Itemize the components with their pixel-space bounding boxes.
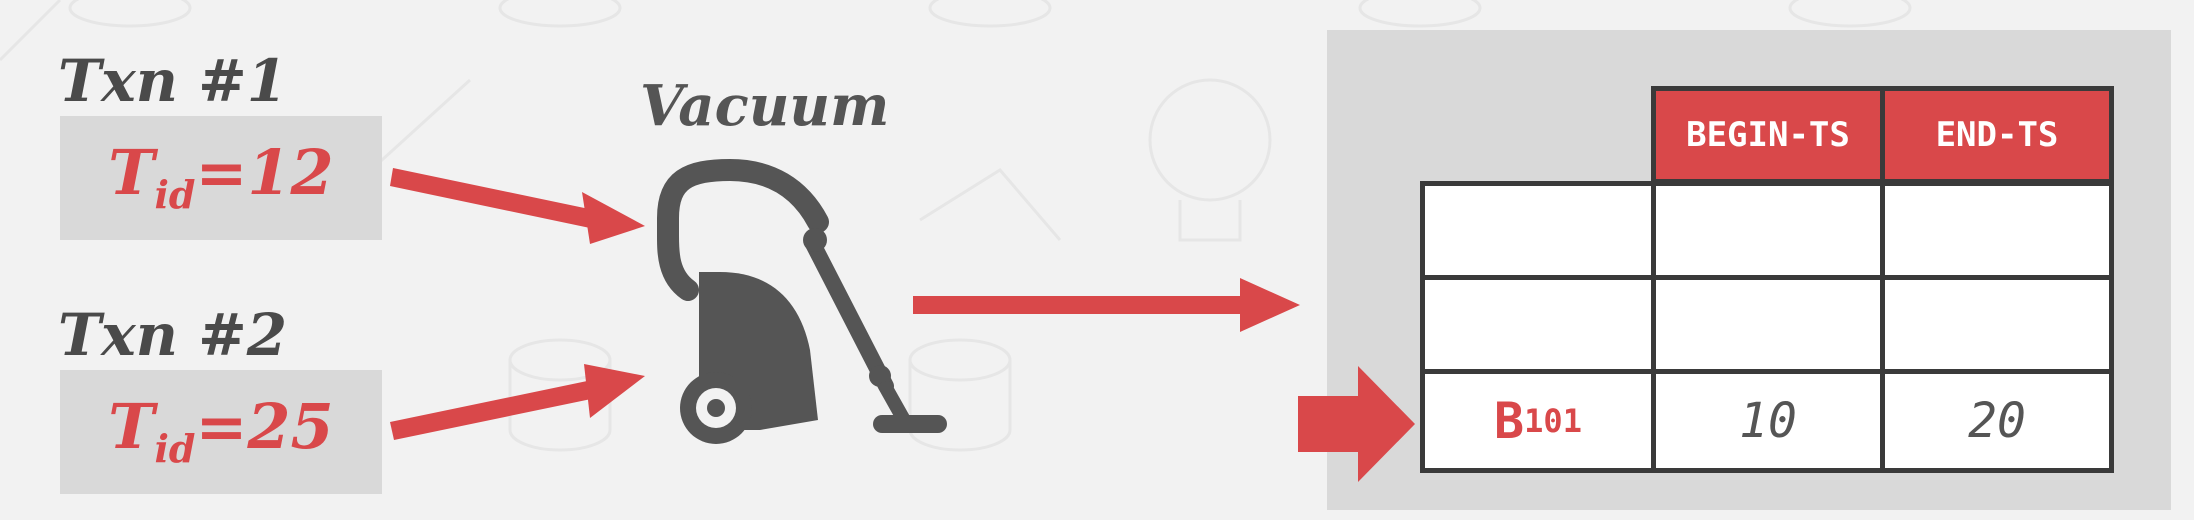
tid-subscript: id xyxy=(154,426,196,471)
arrow-txn2-to-vacuum xyxy=(390,364,645,440)
txn-1-tid: Tid=12 xyxy=(108,142,333,214)
row-3-end-ts: 20 xyxy=(1880,369,2114,473)
txn-2-tid-box: Tid=25 xyxy=(60,370,382,494)
txn-1-label: Txn #1 xyxy=(58,47,288,115)
row-id-sub: 101 xyxy=(1524,402,1582,440)
vacuum-cleaner-icon xyxy=(657,158,947,444)
txn-2-tid: Tid=25 xyxy=(108,396,333,468)
tid-subscript: id xyxy=(154,172,196,217)
arrow-vacuum-to-table xyxy=(913,278,1300,332)
tid-value: =12 xyxy=(195,136,334,209)
txn-1-tid-box: Tid=12 xyxy=(60,116,382,240)
row-pointer-arrow xyxy=(1298,366,1415,482)
tid-value: =25 xyxy=(195,390,334,463)
header-begin-ts: BEGIN-TS xyxy=(1651,86,1885,184)
row-id-main: B xyxy=(1494,392,1525,450)
row-3-begin-ts: 10 xyxy=(1651,369,1885,473)
txn-2-label: Txn #2 xyxy=(58,301,288,369)
tid-symbol: T xyxy=(108,136,155,209)
arrow-txn1-to-vacuum xyxy=(390,168,645,244)
vacuum-label: Vacuum xyxy=(640,73,890,139)
tid-symbol: T xyxy=(108,390,155,463)
